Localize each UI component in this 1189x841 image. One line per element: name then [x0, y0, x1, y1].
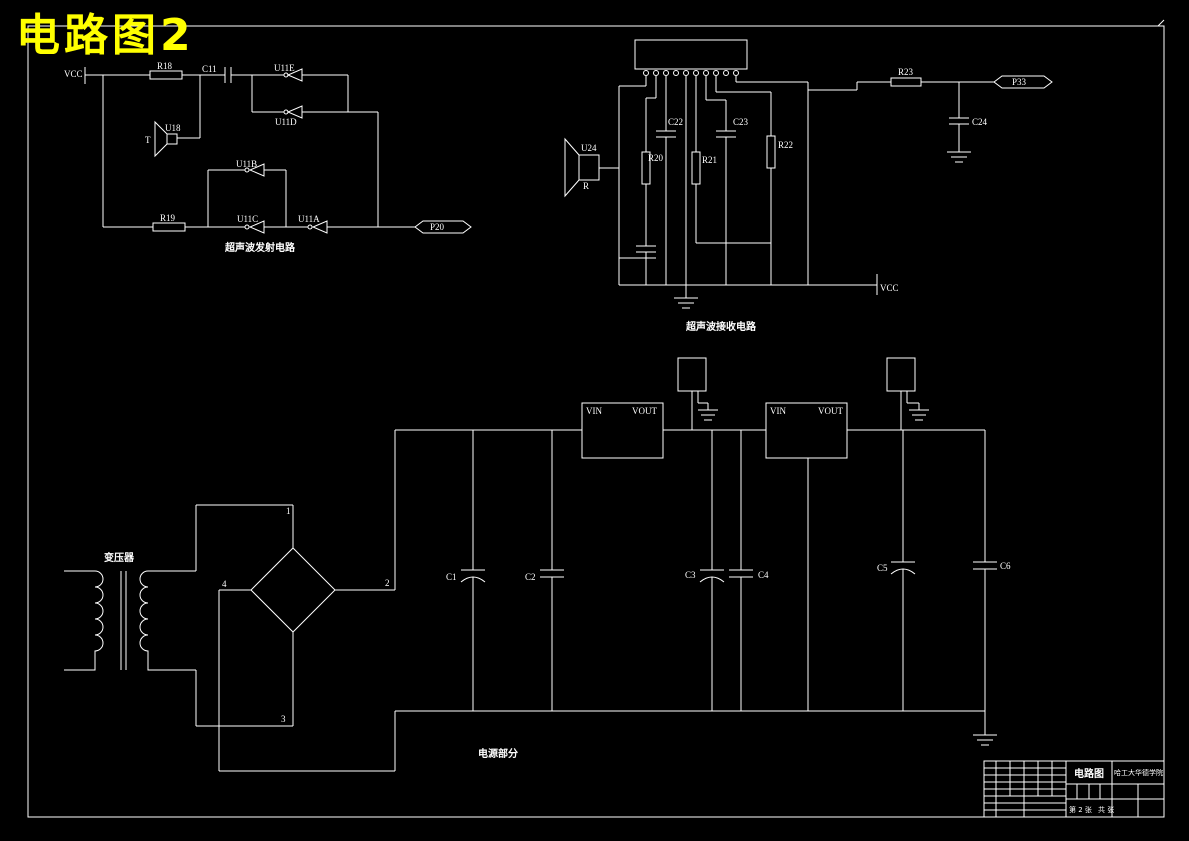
title-block-total: 共 张: [1098, 805, 1114, 814]
label-p20: P20: [430, 222, 445, 232]
ic-receiver: [634, 39, 748, 70]
power-supply-circuit: [64, 357, 997, 772]
port-p20: [414, 220, 472, 234]
resistor-r21: [691, 151, 701, 185]
label-c23: C23: [733, 117, 749, 127]
label-p33: P33: [1012, 77, 1027, 87]
transformer-secondary: [139, 570, 196, 671]
label-r21: R21: [702, 155, 717, 165]
label-pin-2: 2: [385, 578, 390, 588]
resistor-r19: [152, 222, 186, 232]
label-t: T: [145, 135, 151, 145]
label-transformer: 变压器: [104, 551, 135, 564]
title-block-drawing-name: 电路图: [1074, 767, 1104, 780]
drawing-border: [27, 25, 1165, 818]
label-pin-4: 4: [222, 579, 227, 589]
transformer-primary: [64, 570, 104, 671]
label-vin-2: VIN: [770, 406, 786, 416]
label-pin-3: 3: [281, 714, 286, 724]
ultrasonic-transmit-circuit: [84, 67, 472, 234]
label-vout-1: VOUT: [632, 406, 657, 416]
label-u11b: U11B: [236, 159, 257, 169]
label-u11e: U11E: [274, 63, 295, 73]
label-pin-1: 1: [286, 506, 291, 516]
transducer-u24: [578, 154, 600, 181]
label-c3: C3: [685, 570, 696, 580]
transducer-u18: [166, 133, 178, 145]
resistor-r22: [766, 135, 776, 169]
label-c1: C1: [446, 572, 457, 582]
label-vout-2: VOUT: [818, 406, 843, 416]
label-vin-1: VIN: [586, 406, 602, 416]
label-r18: R18: [157, 61, 173, 71]
frame-corner-mark: [1157, 19, 1165, 27]
caption-power-supply: 电源部分: [478, 747, 518, 760]
heatsink-2: [886, 357, 916, 392]
page-title: 电路图2: [16, 10, 195, 61]
bridge-rectifier: [250, 547, 336, 633]
label-c6: C6: [1000, 561, 1011, 571]
label-u24: U24: [581, 143, 597, 153]
label-r20: R20: [648, 153, 664, 163]
label-vcc-tx: VCC: [64, 69, 83, 79]
label-c11: C11: [202, 64, 217, 74]
title-block: [983, 760, 1165, 818]
label-c4: C4: [758, 570, 769, 580]
caption-receive-circuit: 超声波接收电路: [685, 320, 757, 333]
resistor-r18: [149, 70, 183, 80]
title-block-sheet: 第 2 张: [1069, 805, 1092, 814]
label-u11c: U11C: [237, 214, 258, 224]
label-r-mark: R: [583, 181, 589, 191]
label-r22: R22: [778, 140, 793, 150]
label-u18: U18: [165, 123, 181, 133]
label-c22: C22: [668, 117, 683, 127]
caption-transmit-circuit: 超声波发射电路: [224, 241, 296, 254]
label-r19: R19: [160, 213, 176, 223]
label-r23: R23: [898, 67, 914, 77]
port-p33: [993, 75, 1053, 89]
label-u11d: U11D: [275, 117, 297, 127]
label-u11a: U11A: [298, 214, 320, 224]
label-c2: C2: [525, 572, 536, 582]
heatsink-1: [677, 357, 707, 392]
label-c24: C24: [972, 117, 988, 127]
ultrasonic-receive-circuit: [564, 39, 1053, 309]
resistor-r23: [890, 77, 922, 87]
label-c5: C5: [877, 563, 888, 573]
title-block-school: 哈工大华德学院: [1114, 768, 1163, 777]
label-vcc-rx: VCC: [880, 283, 899, 293]
